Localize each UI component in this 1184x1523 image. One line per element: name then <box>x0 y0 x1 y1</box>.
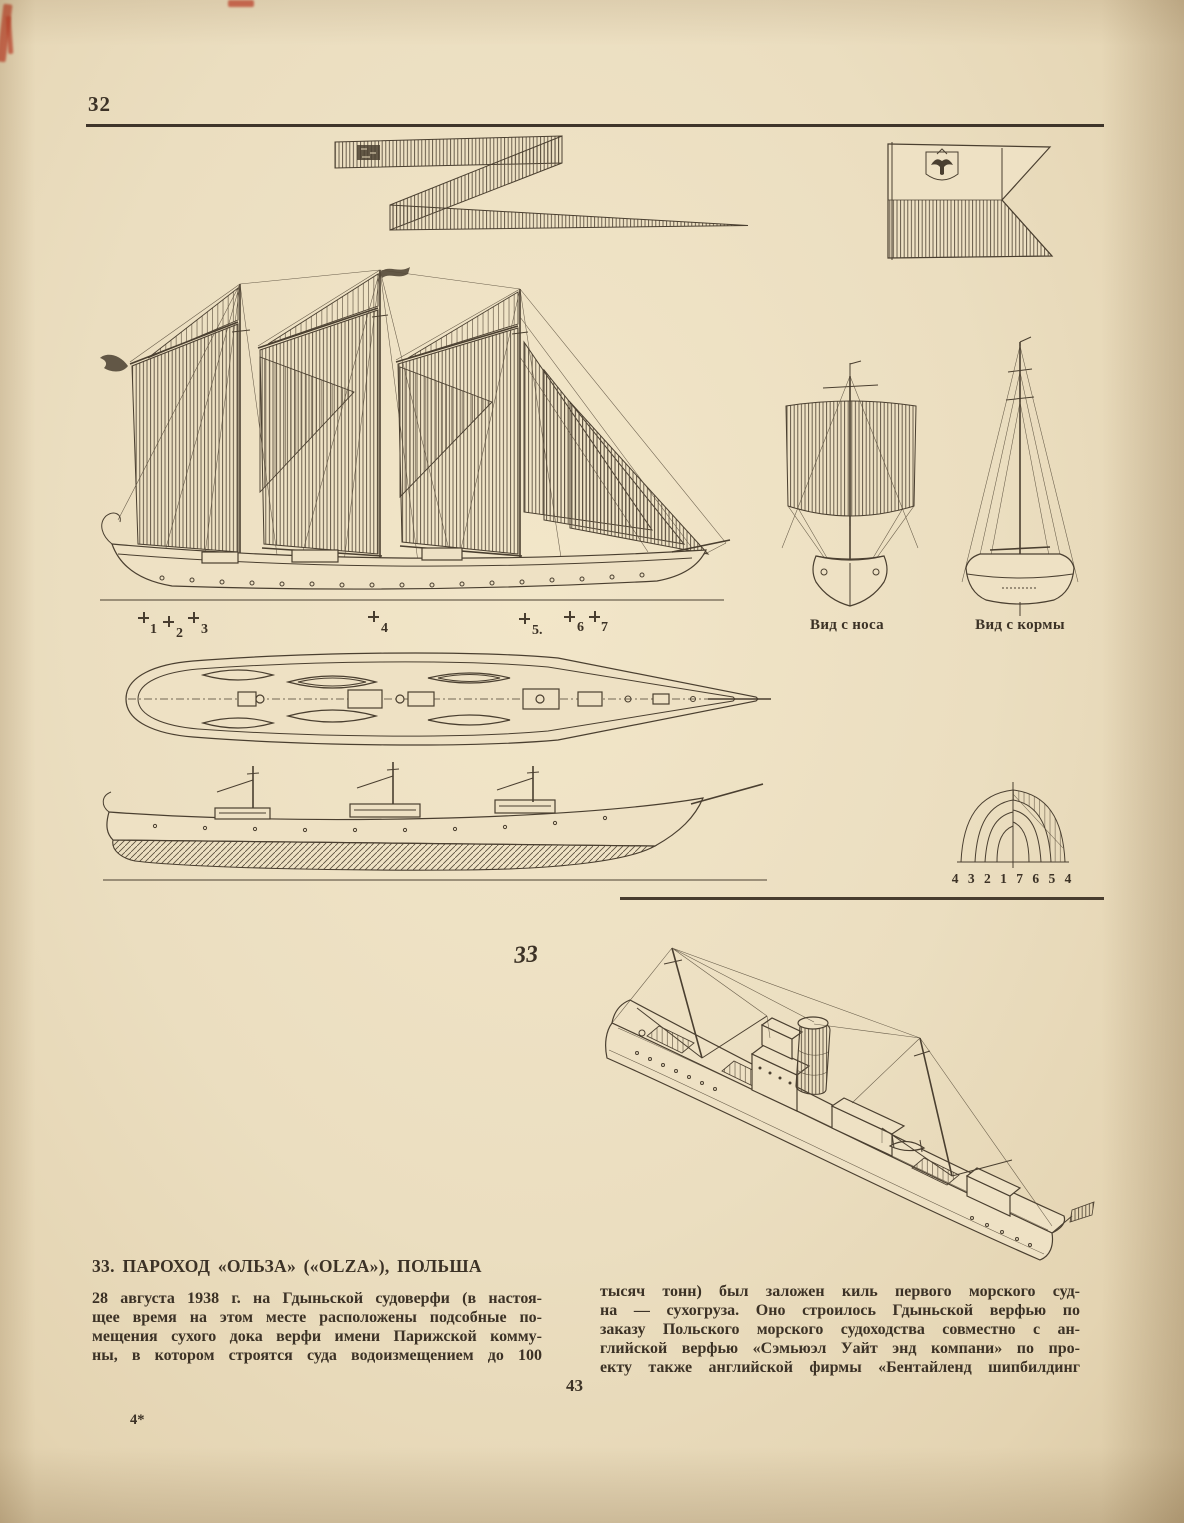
bow-rigging <box>781 375 919 564</box>
steamer-portholes <box>635 1051 1032 1247</box>
station-mark <box>188 612 199 623</box>
foremast <box>611 947 921 1059</box>
body-plan-station-numbers: 4 3 2 1 7 6 5 4 <box>951 871 1075 886</box>
windlass <box>638 1029 646 1037</box>
portholes <box>159 572 645 588</box>
page-number-bottom: 43 <box>566 1376 583 1395</box>
red-ink-mark <box>228 0 254 7</box>
ship-boats <box>200 669 511 729</box>
station-mark <box>519 613 530 624</box>
text-line: тысяч тонн) был заложен киль первого мор… <box>600 1283 1080 1300</box>
square-sail <box>785 400 917 517</box>
station-mark <box>138 612 149 623</box>
station-number: 6 <box>577 620 584 635</box>
text-line: на — сухогруза. Оно строилось Гдыньской … <box>600 1302 1080 1319</box>
text-line: екту также английской фирмы «Бентайленд … <box>600 1359 1080 1376</box>
staysails <box>259 356 493 499</box>
stern-view-label: Вид с кормы <box>975 617 1065 633</box>
stern-curl <box>102 791 112 813</box>
text-line: мещения сухого дока верфи имени Парижско… <box>92 1328 542 1345</box>
topside-band <box>106 797 704 847</box>
stern-view-drawing <box>961 336 1079 616</box>
pennant-drawing <box>334 135 749 231</box>
underwater-hull <box>112 839 658 871</box>
jib-sails <box>523 340 710 555</box>
signature-mark: 4* <box>130 1412 145 1428</box>
spanker-boom <box>989 546 1051 551</box>
bowsprit <box>671 539 731 553</box>
gaff-topsails <box>147 273 519 359</box>
bow-view-label: Вид с носа <box>810 617 884 633</box>
station-mark <box>564 611 575 622</box>
eagle-ornament <box>100 354 128 372</box>
section-divider-rule <box>620 897 1104 900</box>
profile-masts <box>216 762 540 808</box>
funnel <box>795 1016 831 1095</box>
text-line: заказу Польского морского судоходства со… <box>600 1321 1080 1338</box>
bow-view-drawing <box>781 360 919 607</box>
station-number: 3 <box>201 622 208 637</box>
engine-casing <box>830 1097 906 1157</box>
stern-flag <box>1051 1201 1095 1234</box>
station-number: 5. <box>532 623 543 638</box>
pennant-emblem <box>357 145 380 160</box>
article-heading: 33. ПАРОХОД «ОЛЬЗА» («OLZA»), ПОЛЬША <box>92 1256 482 1276</box>
stern-ornament <box>101 512 121 545</box>
station-number: 1 <box>150 622 157 637</box>
station-number: 2 <box>176 626 183 641</box>
flag <box>887 142 1054 260</box>
page-number-top: 32 <box>88 92 111 116</box>
text-line: щее время на этом месте расположены подс… <box>92 1309 542 1326</box>
text-line: 28 августа 1938 г. на Гдыньской судоверф… <box>92 1290 542 1307</box>
text-line: глийской верфью «Сэмьюэл Уайт энд компан… <box>600 1340 1080 1357</box>
body-plan-drawing <box>957 782 1069 868</box>
stern-hull <box>965 553 1075 616</box>
pennant-ribbon <box>334 135 749 231</box>
bow-hull <box>812 555 888 607</box>
deck-plan-drawing <box>125 652 771 746</box>
text-line: ны, в котором строятся суда водоизмещени… <box>92 1347 542 1364</box>
bowsprit <box>690 783 764 805</box>
stern-rigging <box>961 345 1079 583</box>
station-mark <box>589 611 600 622</box>
schooner-sail-plan-drawing <box>100 267 731 601</box>
profile-deckhouses <box>214 799 556 820</box>
eagle-crest <box>925 148 959 181</box>
rigging-lines <box>117 269 727 568</box>
profile-portholes <box>152 815 608 833</box>
hull-profile-drawing <box>102 762 767 881</box>
masthead-pennant <box>380 267 410 278</box>
aft-deckhouse <box>965 1167 1022 1217</box>
cargo-steamer-drawing <box>605 947 1095 1261</box>
figure-33-number: 33 <box>513 941 539 969</box>
header-rule <box>86 124 1104 127</box>
station-number: 4 <box>381 621 388 636</box>
mainmast <box>813 1023 1053 1227</box>
deck-structures <box>237 688 696 710</box>
station-number: 7 <box>601 620 608 635</box>
lifeboat <box>888 1133 926 1153</box>
station-mark <box>368 611 379 622</box>
text-column-left: 28 августа 1938 г. на Гдыньской судоверф… <box>92 1289 542 1365</box>
station-mark <box>163 616 174 627</box>
hull-side <box>101 512 731 590</box>
flag-lower-field <box>887 199 1053 259</box>
text-column-right: тысяч тонн) был заложен киль первого мор… <box>600 1282 1080 1377</box>
masts <box>231 270 529 562</box>
flag-drawing <box>887 142 1054 260</box>
